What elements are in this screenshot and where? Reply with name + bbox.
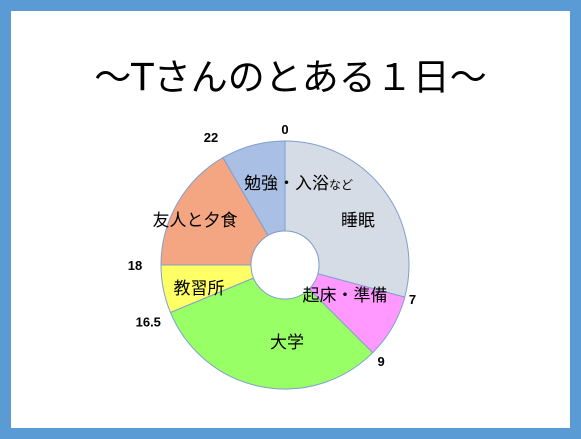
slice-label-1: 起床・準備 — [303, 286, 388, 306]
tick-label-2: 9 — [378, 354, 385, 369]
tick-label-0: 0 — [281, 122, 288, 137]
tick-label-5: 22 — [204, 130, 218, 145]
tick-label-3: 16.5 — [136, 315, 161, 330]
slice-label-5: 勉強・入浴など — [244, 174, 353, 194]
slice-label-0: 睡眠 — [341, 211, 375, 231]
tick-label-1: 7 — [409, 292, 416, 307]
tick-label-4: 18 — [128, 258, 142, 273]
slice-label-3: 教習所 — [174, 279, 225, 299]
donut-hole — [250, 230, 320, 300]
chart-title: 〜Tさんのとある１日〜 — [94, 56, 487, 99]
slice-label-2: 大学 — [270, 333, 304, 353]
slice-label-4: 友人と夕食 — [153, 211, 238, 231]
